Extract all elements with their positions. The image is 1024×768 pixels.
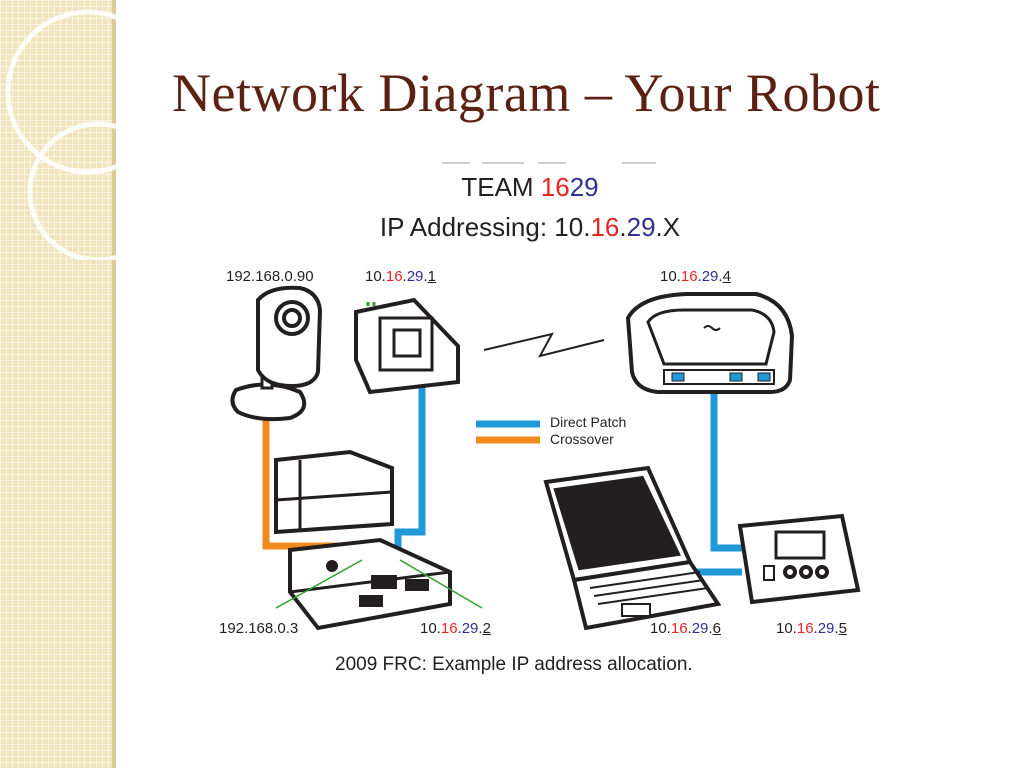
crio-controller-icon	[274, 449, 452, 631]
ip-dot1: .	[619, 212, 627, 242]
diagram-caption: 2009 FRC: Example IP address allocation.	[335, 654, 693, 675]
ip-addressing-heading: IP Addressing: 10.16.29.X	[300, 212, 760, 243]
wireless-bridge-icon	[354, 297, 460, 395]
ip-suffix: .X	[655, 212, 681, 242]
team-prefix: TEAM	[461, 172, 541, 202]
legend-label-crossover: Crossover	[550, 431, 614, 447]
bridge-ip-label: 10.16.29.1	[365, 268, 436, 285]
ip-part1: 16	[590, 212, 620, 242]
crio-ip-label: 10.16.29.2	[420, 620, 491, 637]
laptop-ip-label: 10.16.29.6	[650, 620, 721, 637]
decorative-side-edge	[112, 0, 116, 768]
legend-label-patch: Direct Patch	[550, 414, 627, 430]
pointer-line-left	[275, 559, 363, 609]
camera-ip-label: 192.168.0.90	[226, 268, 314, 285]
laptop-icon	[543, 465, 722, 631]
router-ip-label: 10.16.29.4	[660, 268, 731, 285]
crio-camera-side-ip-label: 192.168.0.3	[219, 620, 299, 637]
team-number-part1: 16	[540, 172, 570, 202]
patch-cable-bridge-crio	[394, 386, 426, 555]
router-icon	[625, 292, 795, 394]
camera-icon	[230, 285, 323, 422]
driver-station-ip-label: 10.16.29.5	[776, 620, 847, 637]
team-heading: TEAM 1629	[300, 172, 760, 203]
ip-prefix: IP Addressing: 10.	[379, 212, 591, 242]
decorative-rings	[5, 9, 130, 260]
patch-cable-router-ds	[710, 392, 742, 552]
ip-part2: 29	[626, 212, 656, 242]
team-number-part2: 29	[569, 172, 599, 202]
pointer-line-right	[399, 559, 483, 609]
wireless-link-icon	[483, 332, 605, 358]
driver-station-icon	[737, 513, 861, 605]
slide-title: Network Diagram – Your Robot	[172, 63, 881, 123]
